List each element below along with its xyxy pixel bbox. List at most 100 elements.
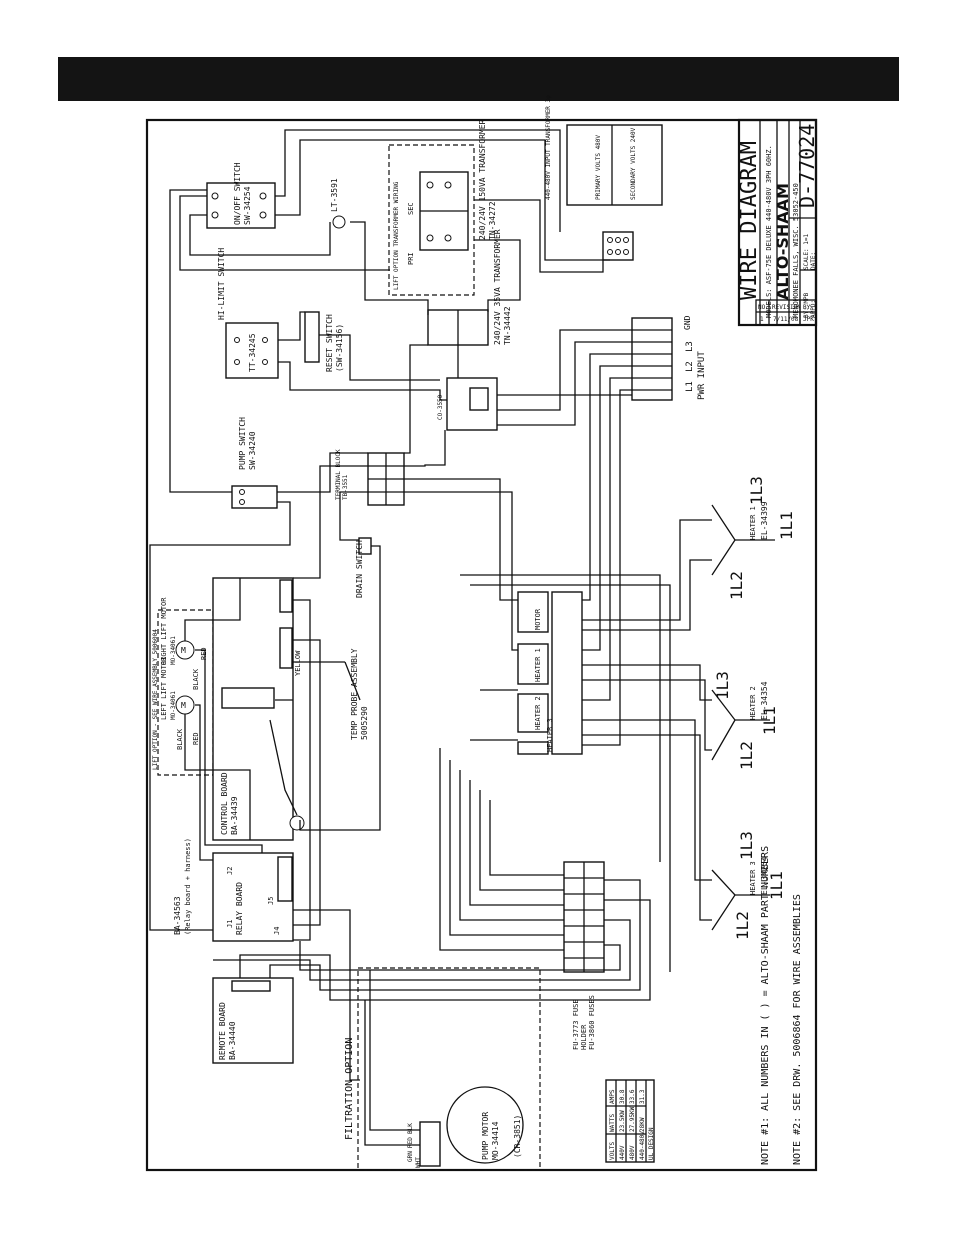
svg-text:SEC: SEC bbox=[407, 202, 415, 215]
svg-text:FU-3773 FUSE: FU-3773 FUSE bbox=[572, 999, 580, 1050]
relay-board: RELAY BOARD BA-34563 (Relay board + harn… bbox=[173, 838, 294, 942]
note-1: NOTE #1: ALL NUMBERS IN ( ) = ALTO-SHAAM… bbox=[760, 846, 771, 1165]
svg-text:RED: RED bbox=[200, 647, 208, 660]
svg-text:MO-34061: MO-34061 bbox=[170, 691, 177, 720]
svg-text:240/24V 150VA TRANSFORMER: 240/24V 150VA TRANSFORMER bbox=[478, 119, 487, 240]
title-block: WIRE DIAGRAM MODELS: ASF-75E DELUXE 440-… bbox=[737, 118, 819, 327]
svg-text:L2: L2 bbox=[685, 361, 695, 372]
svg-text:LIFT OPTION TRANSFORMER WIRING: LIFT OPTION TRANSFORMER WIRING bbox=[393, 181, 400, 290]
svg-text:PUMP SWITCH: PUMP SWITCH bbox=[238, 417, 247, 470]
brand-logo: ALTO-SHAAM bbox=[773, 183, 792, 300]
svg-text:VOLTS: VOLTS bbox=[609, 1142, 616, 1160]
transformer-35va: 240/24V 35VA TRANSFORMER TN-34442 bbox=[427, 229, 512, 346]
voltage-table: VOLTS WATTS AMPS 440V 23.5KW 30.8 480V 2… bbox=[605, 1079, 655, 1163]
control-board: CONTROL BOARD BA-34439 YELLOW bbox=[212, 577, 305, 841]
svg-text:PRIMARY VOLTS 480V: PRIMARY VOLTS 480V bbox=[595, 135, 602, 200]
notes: NOTE #1: ALL NUMBERS IN ( ) = ALTO-SHAAM… bbox=[760, 846, 803, 1165]
rev-date-value: 7/11/08 bbox=[773, 316, 799, 323]
svg-text:1L2: 1L2 bbox=[727, 571, 746, 600]
lift-option: M M LIFT OPTION - SEE WIRE ASSEMBLY 5006… bbox=[152, 597, 214, 776]
svg-text:CONTROL BOARD: CONTROL BOARD bbox=[220, 772, 229, 835]
svg-text:AMPS: AMPS bbox=[609, 1089, 616, 1104]
svg-text:EL-34254: EL-34254 bbox=[760, 856, 769, 895]
svg-text:30.8: 30.8 bbox=[619, 1089, 626, 1104]
svg-text:HEATER 3: HEATER 3 bbox=[546, 718, 554, 752]
svg-text:240/24V 35VA TRANSFORMER: 240/24V 35VA TRANSFORMER bbox=[493, 229, 502, 345]
fuse-block bbox=[563, 861, 605, 973]
svg-text:M: M bbox=[181, 646, 186, 655]
rev-by-value: JPK bbox=[803, 316, 814, 323]
svg-text:TEMP PROBE ASSEMBLY: TEMP PROBE ASSEMBLY bbox=[350, 648, 359, 740]
relay-co3550: CO-3550 bbox=[437, 377, 498, 431]
svg-text:L3: L3 bbox=[685, 341, 695, 352]
hi-limit-switch: HI-LIMIT SWITCH TT-34245 bbox=[217, 248, 279, 379]
svg-text:480V: 480V bbox=[629, 1145, 636, 1160]
svg-text:440-480V: 440-480V bbox=[639, 1131, 646, 1160]
svg-text:GRN: GRN bbox=[407, 1151, 414, 1162]
note-2: NOTE #2: SEE DRW. 5006864 FOR WIRE ASSEM… bbox=[792, 894, 803, 1165]
svg-text:HEATER 2: HEATER 2 bbox=[749, 686, 757, 720]
svg-text:M: M bbox=[181, 701, 186, 710]
svg-text:27.95KW: 27.95KW bbox=[629, 1106, 636, 1132]
svg-text:CO-3550: CO-3550 bbox=[437, 394, 444, 420]
location-text: MENOMONEE FALLS, WISC. 53052-450 bbox=[792, 183, 800, 318]
svg-text:HEATER 1: HEATER 1 bbox=[749, 506, 757, 540]
svg-text:MO-34414: MO-34414 bbox=[491, 1121, 500, 1160]
svg-text:1L1: 1L1 bbox=[760, 706, 779, 735]
svg-text:(Relay board + harness): (Relay board + harness) bbox=[184, 838, 192, 935]
svg-text:RED: RED bbox=[192, 732, 200, 745]
svg-text:GND: GND bbox=[683, 315, 692, 330]
svg-text:RED: RED bbox=[407, 1137, 414, 1148]
svg-text:440V: 440V bbox=[619, 1145, 626, 1160]
svg-text:ON/OFF SWITCH: ON/OFF SWITCH bbox=[233, 162, 242, 225]
temp-probe: TEMP PROBE ASSEMBLY 5005290 bbox=[293, 648, 369, 740]
svg-text:DRAIN SWITCH: DRAIN SWITCH bbox=[355, 540, 364, 598]
svg-text:23.5KW: 23.5KW bbox=[619, 1110, 626, 1132]
svg-text:RELAY BOARD: RELAY BOARD bbox=[235, 882, 244, 935]
svg-text:UL DESIGN: UL DESIGN bbox=[648, 1127, 655, 1160]
svg-text:TT-34245: TT-34245 bbox=[248, 333, 257, 372]
svg-text:J5: J5 bbox=[267, 897, 275, 905]
svg-text:MOTOR: MOTOR bbox=[534, 608, 542, 630]
svg-text:(CR-3851): (CR-3851) bbox=[513, 1115, 522, 1158]
svg-text:1L2: 1L2 bbox=[737, 741, 756, 770]
svg-text:1L3: 1L3 bbox=[713, 671, 732, 700]
svg-text:1L3: 1L3 bbox=[747, 476, 766, 505]
pump-switch: PUMP SWITCH SW-34240 bbox=[231, 417, 278, 509]
svg-text:EL-34354: EL-34354 bbox=[760, 681, 769, 720]
indicator-lamp: LT-3591 bbox=[330, 178, 346, 229]
svg-text:SW-34240: SW-34240 bbox=[248, 431, 257, 470]
svg-text:RIGHT LIFT MOTOR: RIGHT LIFT MOTOR bbox=[160, 597, 168, 665]
svg-text:(SW-34156): (SW-34156) bbox=[335, 324, 344, 372]
svg-text:J1: J1 bbox=[226, 920, 234, 928]
terminal-block: TERMINAL BLOCK TB-3551 bbox=[335, 449, 405, 506]
scale-text: SCALE: 1=1 bbox=[803, 233, 810, 270]
on-off-switch: ON/OFF SWITCH SW-34254 bbox=[206, 162, 276, 229]
filtration-option: FILTRATION OPTION PUMP MOTOR MO-34414 (C… bbox=[344, 967, 541, 1171]
svg-text:FU-3860 FUSES: FU-3860 FUSES bbox=[588, 995, 596, 1050]
svg-text:TERMINAL BLOCK: TERMINAL BLOCK bbox=[335, 449, 342, 500]
svg-text:5005290: 5005290 bbox=[360, 706, 369, 740]
svg-text:33.6: 33.6 bbox=[629, 1089, 636, 1104]
svg-text:BA-34439: BA-34439 bbox=[230, 796, 239, 835]
svg-text:TN-34272: TN-34272 bbox=[488, 201, 497, 240]
svg-text:BLACK: BLACK bbox=[176, 728, 184, 750]
svg-text:28KW: 28KW bbox=[639, 1117, 646, 1132]
svg-text:L1: L1 bbox=[685, 381, 695, 392]
heater-1: 1L3 1L2 1L1 HEATER 1 EL-34399 bbox=[711, 476, 796, 600]
svg-text:PWR INPUT: PWR INPUT bbox=[697, 351, 707, 400]
remote-board: REMOTE BOARD BA-34440 bbox=[212, 977, 294, 1064]
rev-header: REVISION bbox=[772, 304, 801, 311]
svg-text:MO-34061: MO-34061 bbox=[170, 636, 177, 665]
svg-text:LIFT OPTION - SEE WIRE ASSEMBL: LIFT OPTION - SEE WIRE ASSEMBLY 5006004 bbox=[152, 629, 159, 770]
svg-text:LEFT LIFT MOTOR: LEFT LIFT MOTOR bbox=[160, 656, 168, 720]
svg-text:LT-3591: LT-3591 bbox=[330, 178, 339, 212]
contactors: MOTOR HEATER 1 HEATER 2 HEATER 3 bbox=[517, 591, 583, 755]
svg-text:1L1: 1L1 bbox=[777, 511, 796, 540]
svg-text:BLACK: BLACK bbox=[192, 668, 200, 690]
fuse-notes: FU-3773 FUSE HOLDER FU-3860 FUSES bbox=[572, 995, 596, 1050]
wiring bbox=[149, 129, 712, 1146]
svg-text:HOLDER: HOLDER bbox=[580, 1024, 588, 1050]
power-input-terminal: GND L3 L2 L1 PWR INPUT bbox=[631, 315, 707, 401]
